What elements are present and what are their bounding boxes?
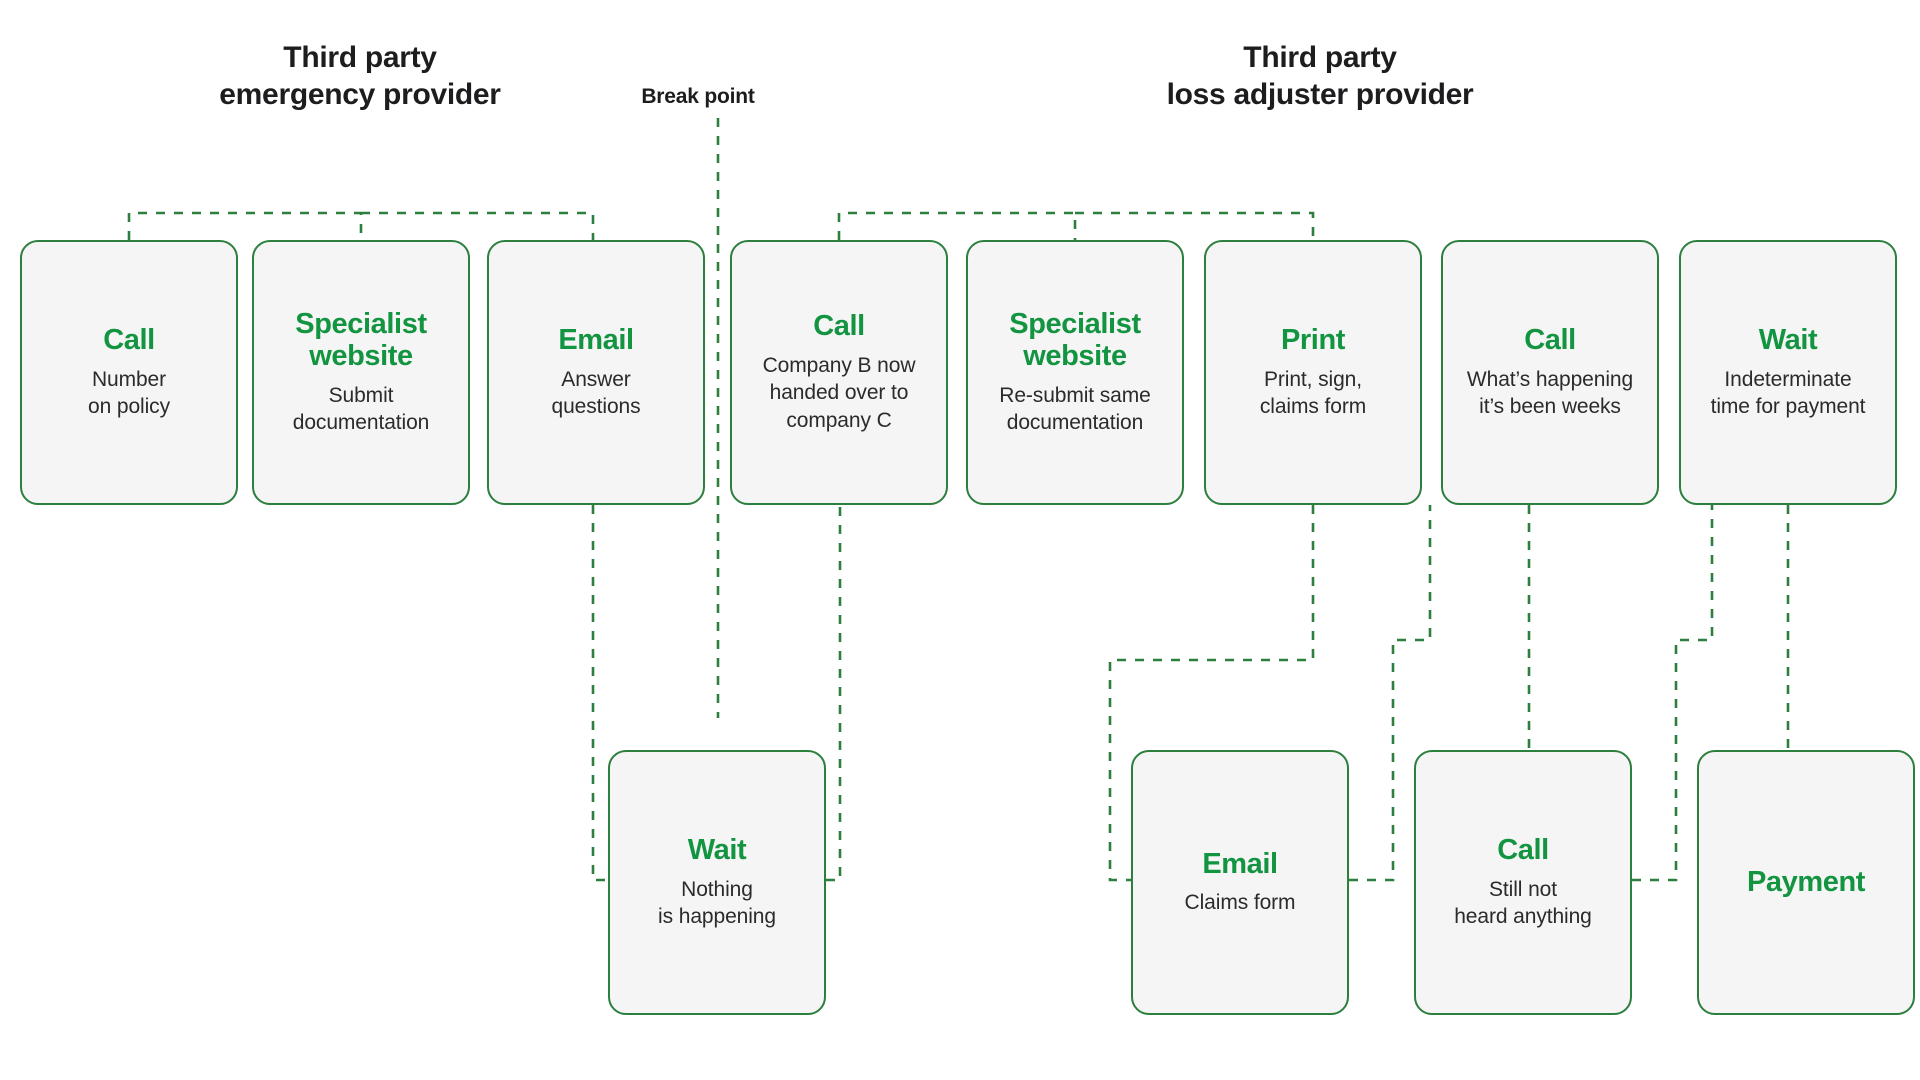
step-title: Call	[813, 310, 865, 343]
section-title-emergency-provider: Third party emergency provider	[219, 41, 501, 111]
step-card-print-claims[interactable]: Print Print, sign, claims form	[1204, 240, 1422, 505]
step-title: Wait	[1758, 324, 1818, 357]
step-title: Call	[1497, 834, 1549, 867]
step-description: Nothing is happening	[658, 877, 776, 929]
step-title: Print	[1280, 324, 1346, 357]
step-title: Specialist website	[295, 307, 427, 373]
step-description: Still not heard anything	[1454, 877, 1592, 929]
step-card-wait-nothing[interactable]: Wait Nothing is happening	[608, 750, 826, 1015]
step-card-specialist-submit[interactable]: Specialist website Submit documentation	[252, 240, 470, 505]
step-card-call-not-heard[interactable]: Call Still not heard anything	[1414, 750, 1632, 1015]
step-description: Re-submit same documentation	[999, 383, 1151, 435]
bracket-emergency	[127, 211, 595, 240]
step-description: Company B now handed over to company C	[762, 353, 916, 433]
break-point-label: Break point	[641, 85, 755, 108]
step-title: Call	[1524, 324, 1576, 357]
step-title: Wait	[687, 834, 747, 867]
step-card-email-claims-form[interactable]: Email Claims form	[1131, 750, 1349, 1015]
step-title: Email	[558, 324, 634, 357]
step-title: Email	[1202, 847, 1278, 880]
section-title-loss-adjuster-provider: Third party loss adjuster provider	[1166, 41, 1474, 111]
step-card-email-questions[interactable]: Email Answer questions	[487, 240, 705, 505]
step-card-wait-payment[interactable]: Wait Indeterminate time for payment	[1679, 240, 1897, 505]
step-description: Claims form	[1184, 891, 1296, 915]
step-card-call-policy[interactable]: Call Number on policy	[20, 240, 238, 505]
step-description: Indeterminate time for payment	[1710, 367, 1866, 419]
step-title: Call	[103, 324, 155, 357]
flow-email-to-wait	[591, 505, 608, 882]
step-description: Print, sign, claims form	[1259, 367, 1367, 419]
step-description: Submit documentation	[292, 383, 430, 435]
bracket-adjuster	[837, 211, 1315, 240]
step-title: Payment	[1746, 866, 1866, 899]
step-description: Number on policy	[88, 367, 170, 419]
step-card-call-company-c[interactable]: Call Company B now handed over to compan…	[730, 240, 948, 505]
step-title: Specialist website	[1009, 307, 1141, 373]
step-card-call-weeks[interactable]: Call What’s happening it’s been weeks	[1441, 240, 1659, 505]
step-description: Answer questions	[551, 367, 641, 419]
step-description: What’s happening it’s been weeks	[1466, 367, 1634, 419]
step-card-specialist-resubmit[interactable]: Specialist website Re-submit same docume…	[966, 240, 1184, 505]
flow-wait-to-call	[826, 505, 842, 882]
step-card-payment[interactable]: Payment	[1697, 750, 1915, 1015]
